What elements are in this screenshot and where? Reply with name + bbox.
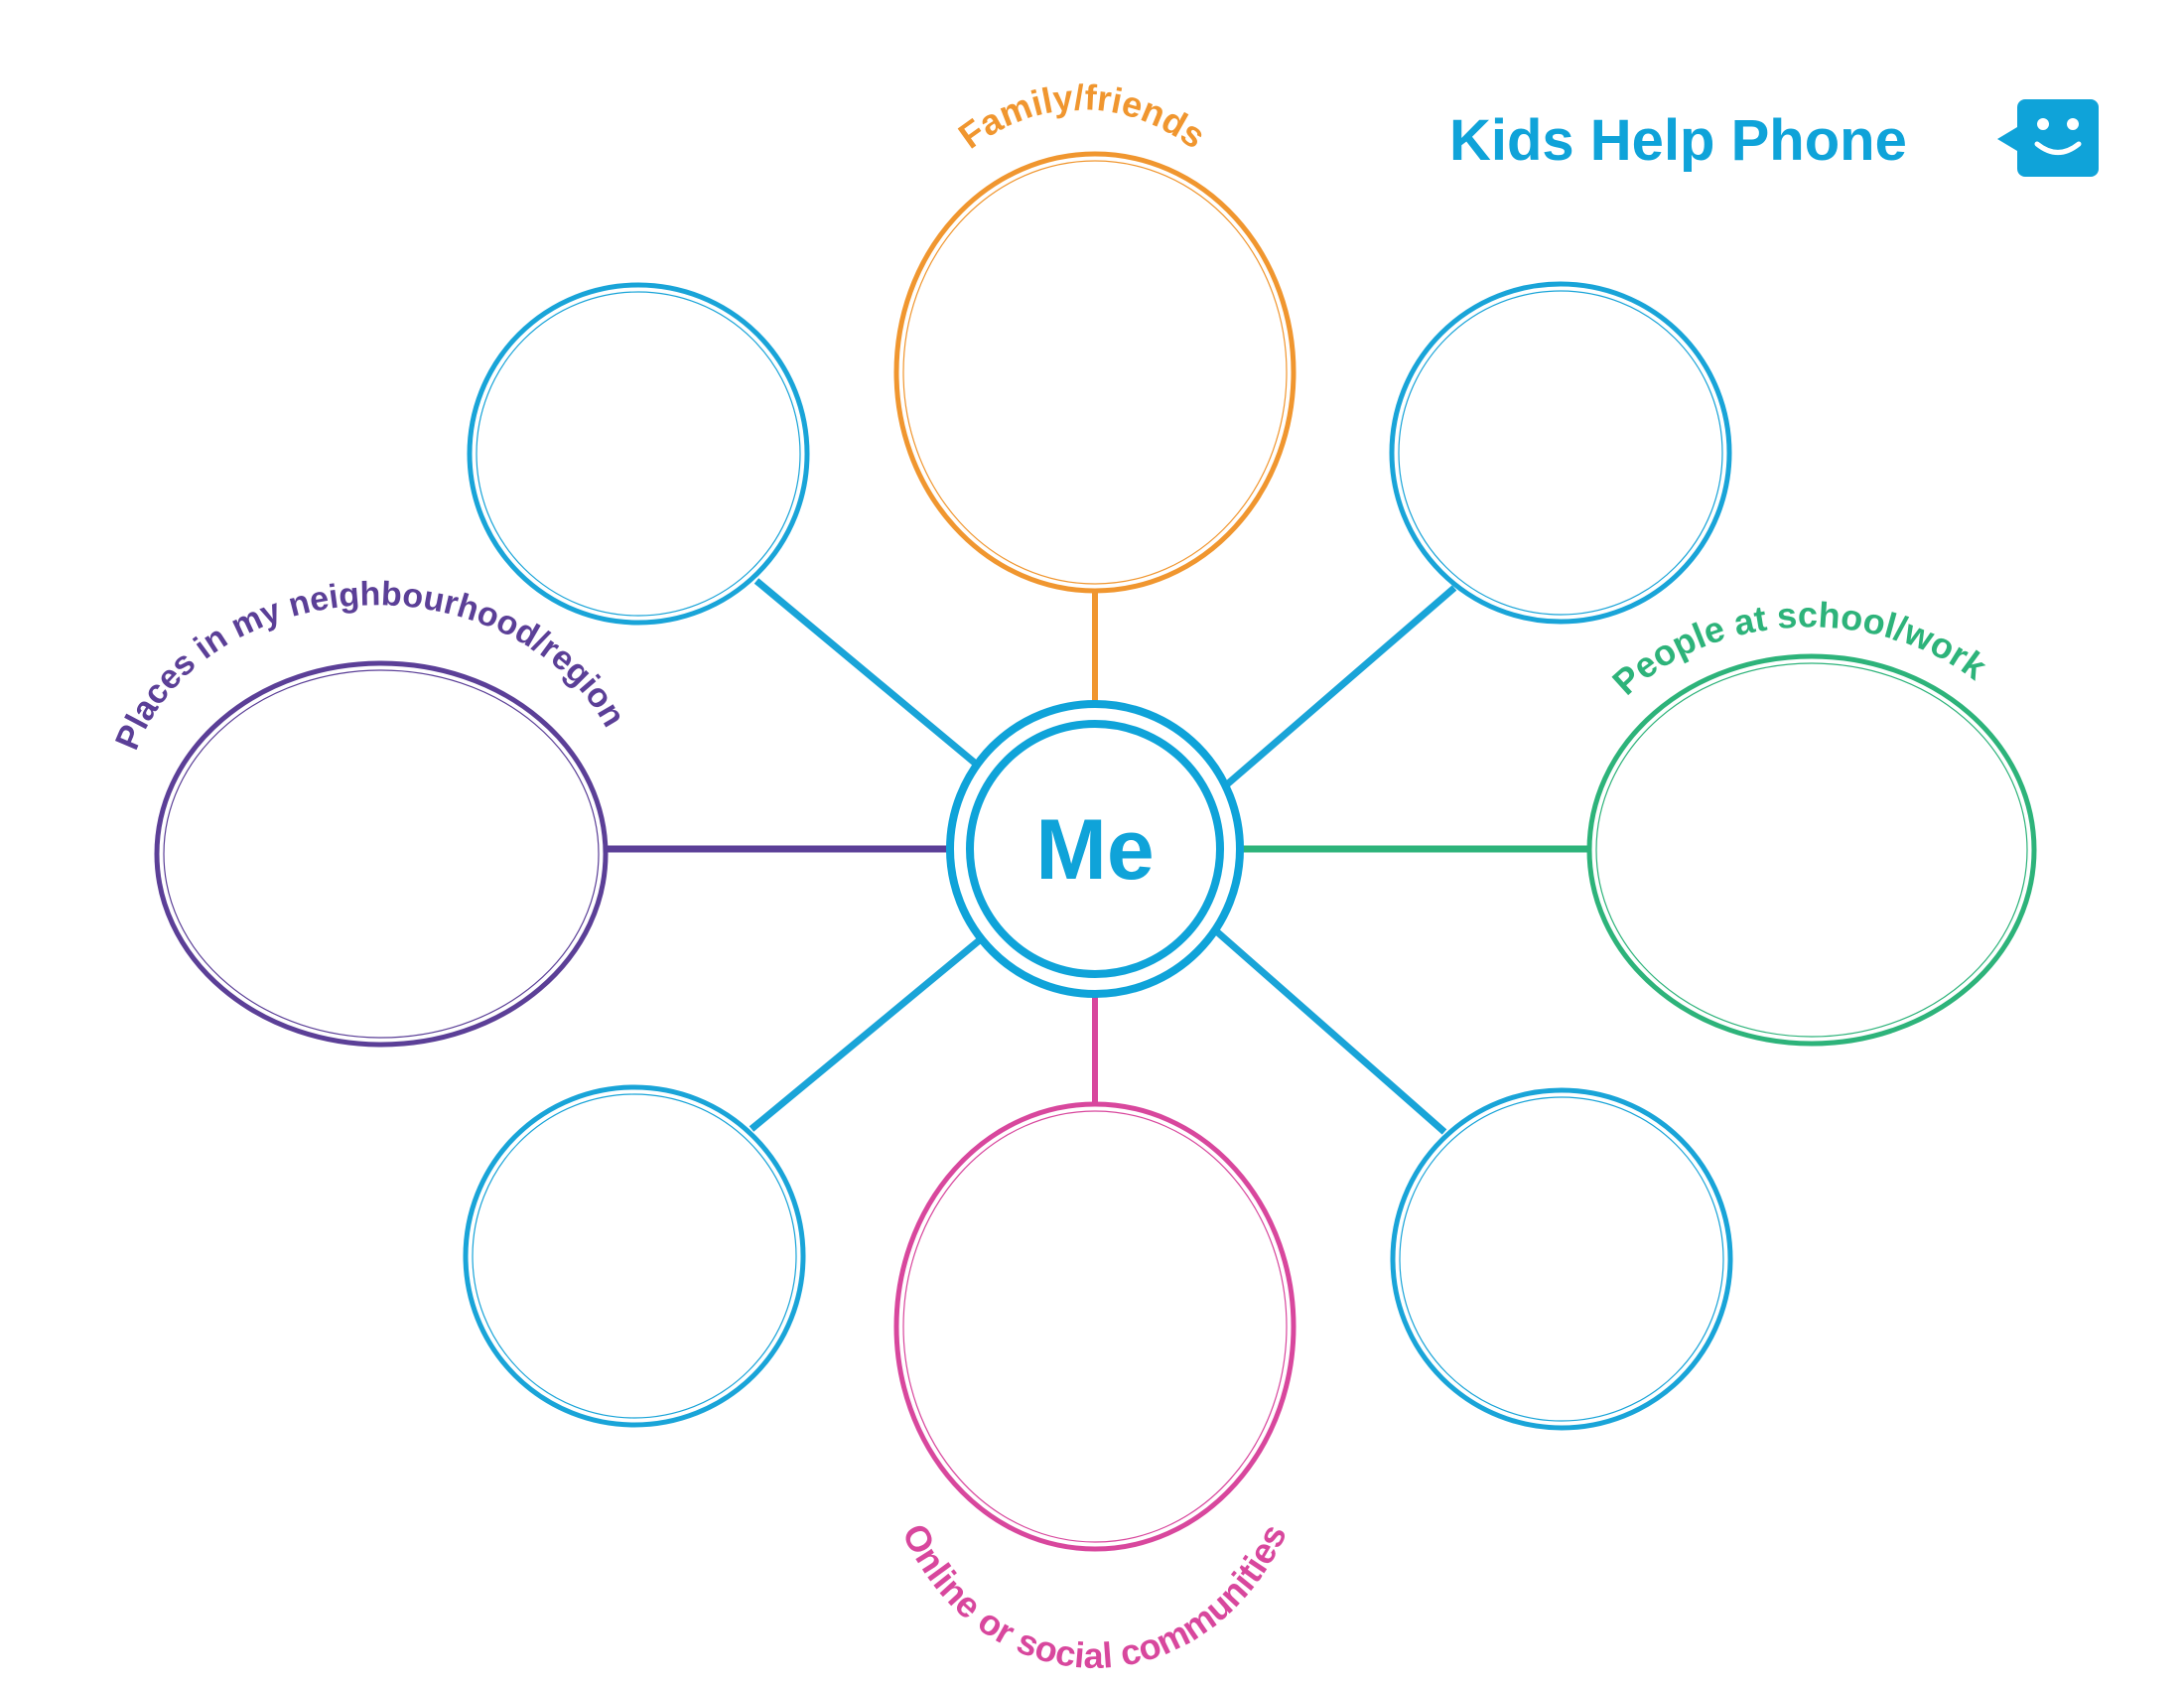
connector-top-left (753, 578, 986, 773)
blank-circle-bottom-left (463, 1084, 806, 1428)
ellipse-online (893, 1101, 1297, 1552)
center-node: Me (946, 700, 1244, 998)
smiley-speech-bubble-icon (1997, 99, 2099, 177)
connectors (606, 578, 1593, 1135)
blank-circle-top-right (1389, 281, 1732, 625)
blank-circles (463, 281, 1733, 1431)
connector-bottom-right (1210, 925, 1447, 1135)
label-family: Family/friends (951, 76, 1213, 156)
brand-name: Kids Help Phone (1449, 108, 1907, 173)
brand-logo: Kids Help Phone (1449, 99, 2099, 177)
label-family-text: Family/friends (951, 76, 1213, 156)
blank-circle-top-left (467, 282, 810, 626)
category-ellipses (154, 151, 2037, 1552)
connector-top-right (1224, 585, 1457, 787)
ellipse-family (893, 151, 1297, 594)
ellipse-neighbourhood (154, 660, 609, 1048)
connector-bottom-left (749, 930, 991, 1132)
center-label: Me (1035, 802, 1154, 898)
ellipse-school (1586, 653, 2037, 1047)
blank-circle-bottom-right (1390, 1087, 1733, 1431)
